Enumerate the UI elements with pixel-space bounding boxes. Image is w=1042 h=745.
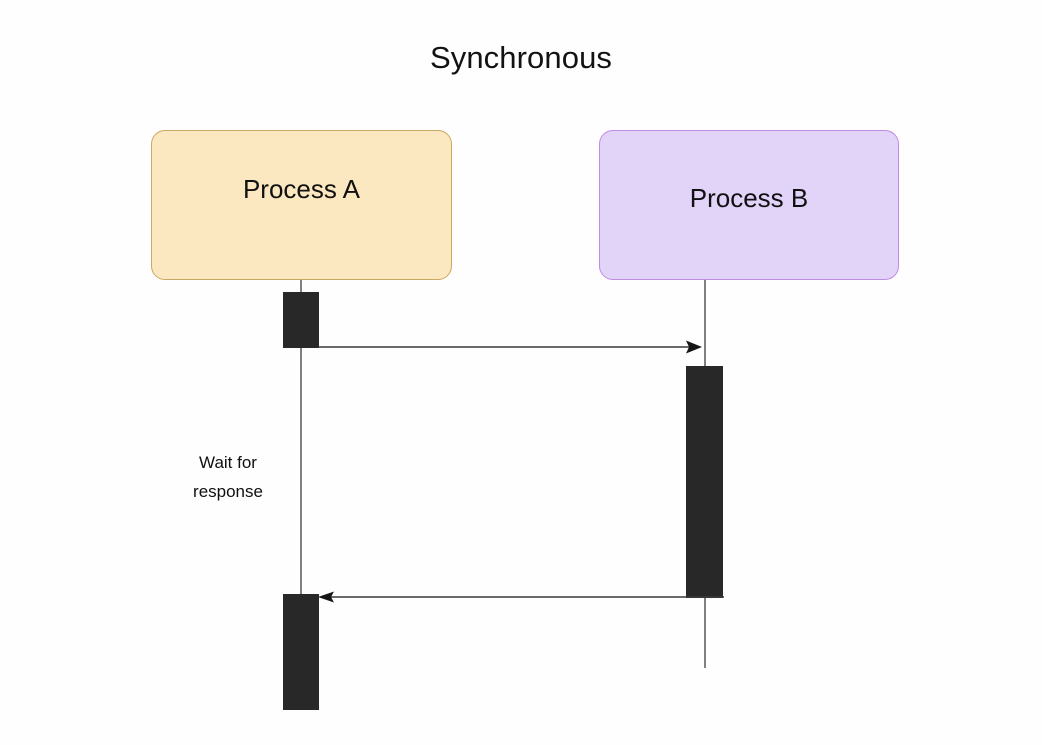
request-arrowhead-icon <box>686 340 702 354</box>
note-wait-for-response: Wait for response <box>193 453 263 501</box>
activation-bar-process-a-second <box>283 594 319 710</box>
page-title: Synchronous <box>429 40 613 75</box>
participant-box-process-b[interactable]: Process B <box>599 130 899 280</box>
activation-bar-process-b <box>686 366 723 598</box>
lifeline-process-a <box>300 280 302 710</box>
participant-label-process-a: Process A <box>242 174 361 204</box>
participant-label-process-b: Process B <box>689 183 809 213</box>
message-arrow-request <box>318 340 702 354</box>
activation-bar-process-a-first <box>283 292 319 348</box>
response-arrowhead-icon <box>318 591 334 603</box>
participant-box-process-a[interactable]: Process A <box>151 130 452 280</box>
message-arrow-response <box>318 591 724 603</box>
